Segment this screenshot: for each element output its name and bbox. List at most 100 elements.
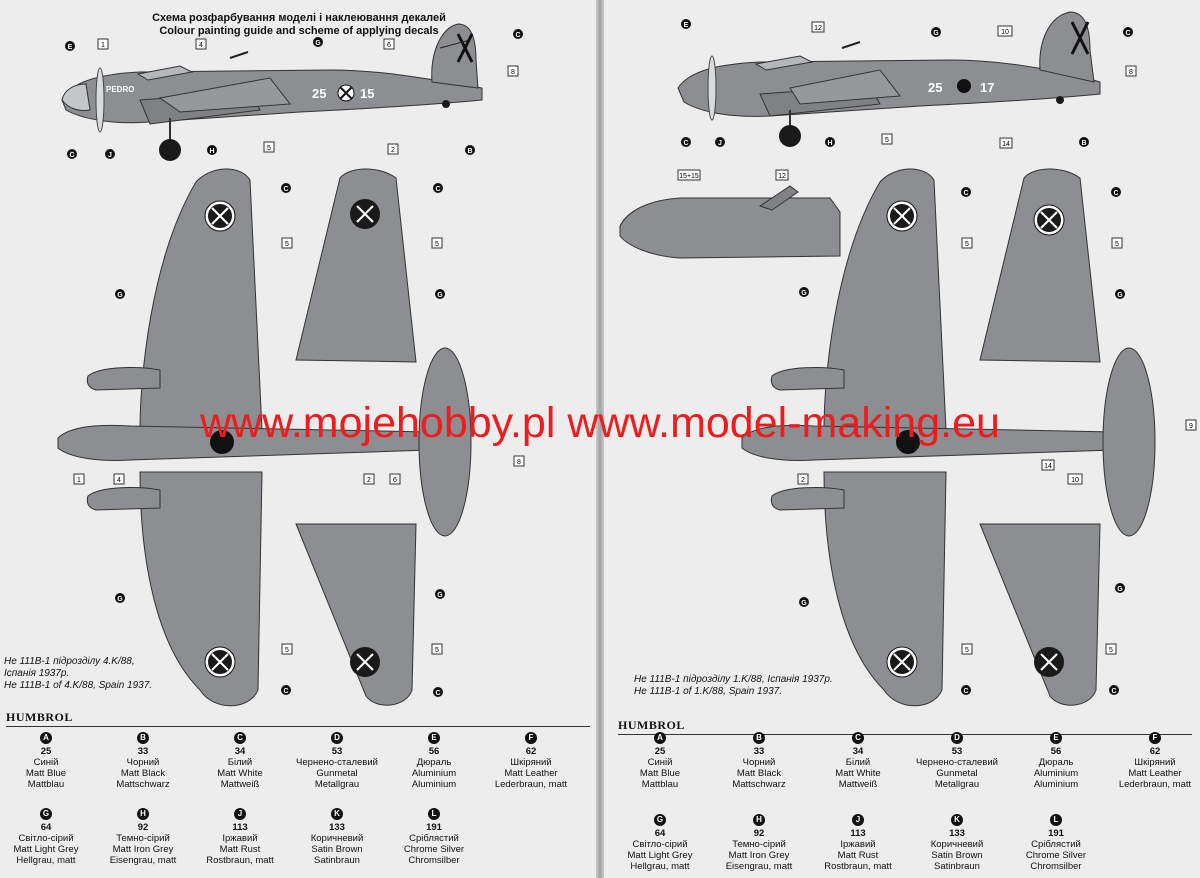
paint-letter: K [331, 808, 343, 820]
paint-letter: B [137, 732, 149, 744]
paint-name-de: Aluminium [1033, 779, 1079, 790]
paint-name-en: Satin Brown [311, 844, 363, 855]
paint-name-de: Hellgrau, matt [630, 861, 690, 872]
paint-name-en: Matt Black [736, 768, 782, 779]
paint-name-en: Matt White [217, 768, 263, 779]
paint-name-ua: Білий [227, 757, 253, 768]
paint-name-ua: Шкіряний [1134, 757, 1176, 768]
paint-name-en: Aluminium [411, 768, 457, 779]
paint-letter: H [137, 808, 149, 820]
paint-name-en: Chrome Silver [403, 844, 465, 855]
paint-number: 53 [331, 746, 343, 757]
paint-name-de: Chromsilber [1030, 861, 1082, 872]
svg-text:5: 5 [965, 647, 969, 654]
svg-text:5: 5 [1115, 241, 1119, 248]
paint-name-de: Lederbraun, matt [1118, 779, 1192, 790]
paint-letter: H [753, 814, 765, 826]
paint-letter: G [654, 814, 666, 826]
paint-name-en: Matt Blue [25, 768, 67, 779]
svg-text:8: 8 [511, 69, 515, 76]
paint-name-ua: Коричневий [930, 839, 984, 850]
paint-letter: A [40, 732, 52, 744]
svg-text:G: G [1117, 292, 1123, 299]
svg-text:B: B [467, 148, 472, 155]
paint-name-en: Gunmetal [936, 768, 978, 779]
paint-name-en: Matt Light Grey [13, 844, 79, 855]
paint-letter: L [1050, 814, 1062, 826]
paint-number: 191 [426, 822, 442, 833]
title-ukrainian: Схема розфарбування моделі і наклеювання… [152, 12, 446, 24]
paint-name-de: Lederbraun, matt [494, 779, 568, 790]
paint-number: 92 [137, 822, 149, 833]
paint-name-en: Aluminium [1033, 768, 1079, 779]
svg-text:G: G [437, 592, 443, 599]
paint-number: 33 [753, 746, 765, 757]
paint-name-en: Matt Leather [504, 768, 558, 779]
paint-number: 113 [232, 822, 248, 833]
svg-text:C: C [435, 690, 440, 697]
paint-number: 92 [753, 828, 765, 839]
paint-letter: C [852, 732, 864, 744]
left-code-right: 15 [360, 86, 374, 101]
title-english: Colour painting guide and scheme of appl… [159, 25, 439, 37]
watermark: www.mojehobby.pl www.model-making.eu [200, 399, 1000, 447]
svg-text:14: 14 [1044, 463, 1052, 470]
left-caption: He 111B-1 підрозділу 4.K/88, Іспанія 193… [4, 656, 152, 692]
svg-text:J: J [108, 152, 112, 159]
left-caption-line3: He 111B-1 of 4.K/88, Spain 1937. [4, 680, 153, 691]
paint-number: 62 [525, 746, 537, 757]
paint-name-en: Matt Rust [837, 850, 879, 861]
right-caption-line1: He 111B-1 підрозділу 1.K/88, Іспанія 193… [634, 674, 833, 685]
paint-name-ua: Сріблястий [409, 833, 459, 844]
paint-name-de: Rostbraun, matt [824, 861, 892, 872]
paint-name-de: Mattweiß [838, 779, 878, 790]
paint-name-de: Mattblau [27, 779, 65, 790]
svg-text:G: G [1117, 586, 1123, 593]
paint-name-de: Aluminium [411, 779, 457, 790]
paint-name-ua: Дюраль [416, 757, 452, 768]
paint-number: 191 [1048, 828, 1064, 839]
paint-letter: F [525, 732, 537, 744]
paint-name-de: Rostbraun, matt [206, 855, 274, 866]
paint-name-ua: Іржавий [222, 833, 258, 844]
svg-text:B: B [1081, 140, 1086, 147]
paint-letter: D [331, 732, 343, 744]
svg-text:12: 12 [814, 25, 822, 32]
paint-name-ua: Синій [33, 757, 59, 768]
paint-letter: L [428, 808, 440, 820]
svg-text:5: 5 [885, 137, 889, 144]
divider [618, 734, 1192, 735]
paint-name-en: Matt Black [120, 768, 166, 779]
svg-text:C: C [515, 32, 520, 39]
svg-text:G: G [117, 292, 123, 299]
paint-name-de: Satinbraun [314, 855, 360, 866]
right-code-right: 17 [980, 80, 994, 95]
paint-name-en: Matt Blue [639, 768, 681, 779]
svg-text:9: 9 [1189, 423, 1193, 430]
left-caption-line1: He 111B-1 підрозділу 4.K/88, [4, 656, 135, 667]
paint-letter: E [1050, 732, 1062, 744]
paint-number: 64 [40, 822, 52, 833]
svg-text:G: G [117, 596, 123, 603]
svg-text:10: 10 [1071, 477, 1079, 484]
decal-number-boxes: 1 4 6 8 5 2 5 5 1 4 2 6 8 5 5 12 10 8 5 … [73, 21, 1197, 655]
paint-number: 133 [949, 828, 965, 839]
paint-letter: F [1149, 732, 1161, 744]
svg-text:C: C [435, 186, 440, 193]
paint-name-de: Mattschwarz [732, 779, 786, 790]
paint-name-en: Gunmetal [316, 768, 358, 779]
svg-text:5: 5 [285, 647, 289, 654]
left-side-view [61, 23, 483, 161]
svg-text:G: G [315, 40, 321, 47]
paint-name-ua: Іржавий [840, 839, 876, 850]
